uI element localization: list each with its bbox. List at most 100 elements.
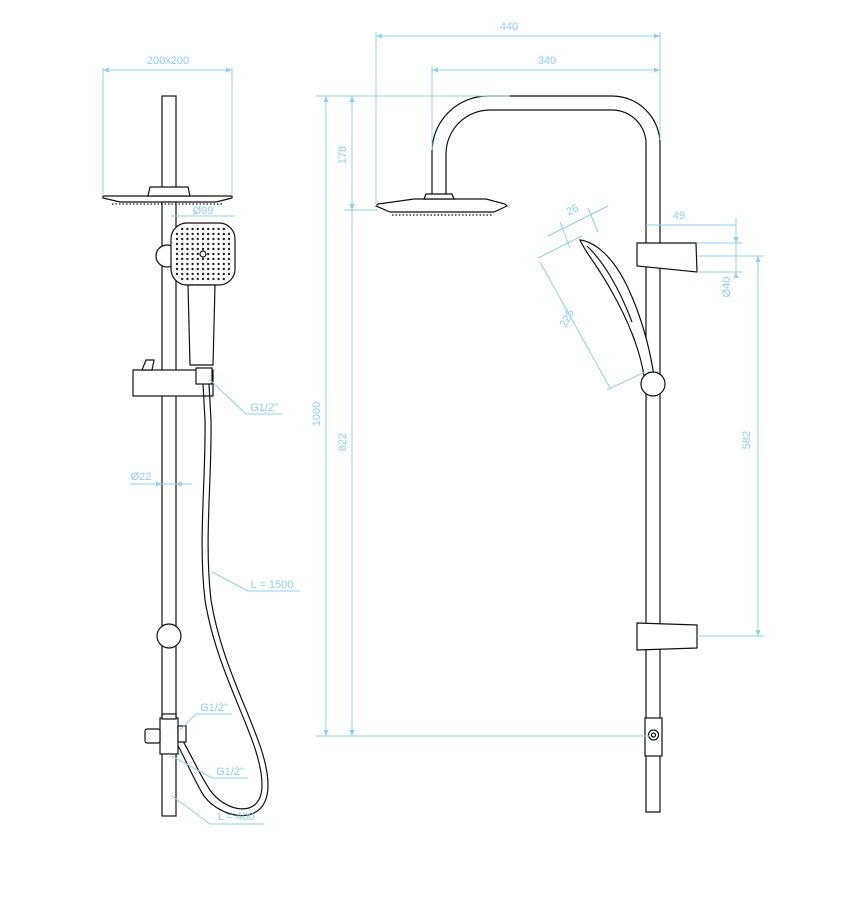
nozzle-dot (227, 262, 231, 266)
side-diverter (159, 717, 179, 755)
nozzle-dot (212, 257, 215, 261)
nozzle-dot (227, 267, 231, 271)
nozzle-dot (222, 237, 225, 241)
nozzle-dot (186, 237, 189, 241)
nozzle-dot (196, 257, 199, 261)
nozzle-dot (227, 272, 231, 276)
nozzle-dot (191, 272, 194, 276)
nozzle-dot (201, 267, 205, 271)
dim-connector-top: G1/2" (250, 402, 278, 414)
nozzle-dot (181, 277, 184, 281)
nozzle-dot (212, 267, 215, 271)
nozzle-dot (227, 247, 231, 251)
dim-head-drop: 178 (337, 146, 349, 164)
nozzle-dot (207, 232, 210, 236)
nozzle-dot (175, 242, 179, 246)
nozzle-dot (217, 267, 220, 271)
nozzle-dot (191, 252, 194, 256)
nozzle-dot (181, 262, 184, 266)
dimension-lines (102, 32, 764, 825)
nozzle-dot (181, 227, 184, 231)
nozzle-dot (201, 237, 205, 241)
nozzle-dot (207, 257, 210, 261)
nozzle-dot (196, 277, 199, 281)
nozzle-dot (201, 257, 205, 261)
nozzle-dot (196, 237, 199, 241)
dim-holder-offset: 49 (673, 210, 685, 222)
front-overhead-head (374, 198, 509, 213)
side-ball-joint-bottom (156, 623, 182, 649)
hand-shower-nozzles (175, 227, 231, 281)
nozzle-dot (186, 242, 189, 246)
front-view (374, 95, 698, 813)
dim-hand-shower-length: 225 (558, 308, 577, 330)
nozzle-dot (175, 237, 179, 241)
nozzle-dot (191, 232, 194, 236)
nozzle-dot (186, 232, 189, 236)
nozzle-dot (207, 262, 210, 266)
nozzle-dot (191, 262, 194, 266)
nozzle-dot (186, 252, 189, 256)
nozzle-dot (196, 267, 199, 271)
nozzle-dot (186, 247, 189, 251)
front-holder-bottom (636, 622, 698, 651)
nozzle-dot (222, 242, 225, 246)
nozzle-dot (186, 227, 189, 231)
nozzle-dot (181, 272, 184, 276)
nozzle-dot (201, 232, 205, 236)
nozzle-dot (227, 252, 231, 256)
nozzle-dot (217, 272, 220, 276)
nozzle-dot (217, 242, 220, 246)
nozzle-dot (175, 257, 179, 261)
nozzle-dot (175, 262, 179, 266)
nozzle-dot (222, 277, 225, 281)
dim-inlet-connector-a: G1/2" (200, 702, 228, 714)
nozzle-dot (196, 252, 199, 256)
nozzle-dot (207, 267, 210, 271)
nozzle-dot (196, 232, 199, 236)
nozzle-dot (181, 232, 184, 236)
nozzle-dot (181, 257, 184, 261)
nozzle-dot (175, 232, 179, 236)
nozzle-dot (181, 237, 184, 241)
nozzle-dot (222, 257, 225, 261)
nozzle-dot (217, 257, 220, 261)
nozzle-dot (196, 262, 199, 266)
nozzle-dot (196, 227, 199, 231)
dim-inlet-length: L = 400 (218, 811, 255, 823)
nozzle-dot (175, 272, 179, 276)
nozzle-dot (212, 227, 215, 231)
nozzle-dot (201, 272, 205, 276)
nozzle-dot (201, 227, 205, 231)
front-riser-arm (431, 95, 661, 813)
nozzle-dot (191, 277, 194, 281)
dim-total-width: 440 (500, 21, 518, 33)
dim-handle-angle: 26 (564, 202, 580, 218)
dim-rail-height: 822 (337, 433, 349, 451)
nozzle-dot (175, 247, 179, 251)
nozzle-dot (191, 227, 194, 231)
nozzle-dot (191, 257, 194, 261)
nozzle-dot (217, 227, 220, 231)
side-slider-knob (141, 359, 155, 371)
nozzle-dot (212, 237, 215, 241)
nozzle-dot (186, 257, 189, 261)
nozzle-dot (196, 272, 199, 276)
dim-total-height: 1000 (311, 402, 323, 426)
dim-holder-dia: Ø40 (721, 277, 733, 298)
nozzle-dot (186, 272, 189, 276)
nozzle-dot (212, 242, 215, 246)
nozzle-dot (212, 272, 215, 276)
nozzle-dot (217, 252, 220, 256)
nozzle-dot (222, 272, 225, 276)
nozzle-dot (222, 252, 225, 256)
nozzle-dot (217, 237, 220, 241)
nozzle-dot (207, 272, 210, 276)
nozzle-dot (217, 232, 220, 236)
dim-head-size: 200x200 (147, 55, 189, 67)
nozzle-dot (227, 237, 231, 241)
nozzle-dot (227, 242, 231, 246)
nozzle-dot (222, 247, 225, 251)
nozzle-dot (212, 262, 215, 266)
